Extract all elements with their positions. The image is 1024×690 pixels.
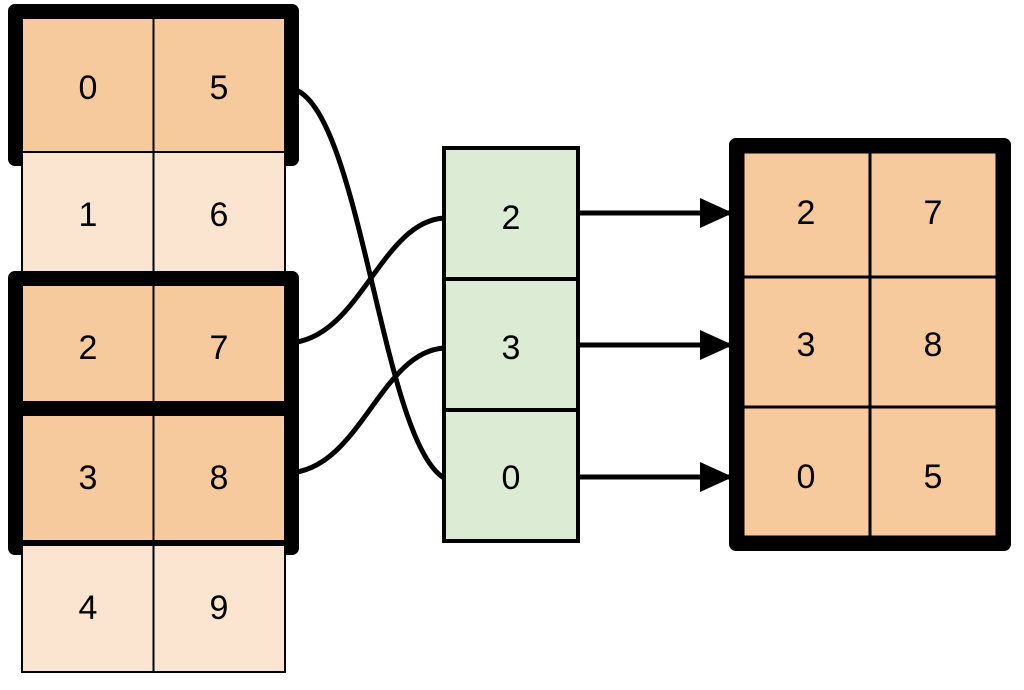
source-cell-4-1[interactable] (152, 544, 286, 673)
source-row-2[interactable]: 2 7 (8, 271, 299, 425)
result-cell-0-0[interactable] (741, 150, 872, 279)
index-cell-2[interactable] (442, 408, 580, 543)
result-cell-1-1[interactable] (868, 275, 999, 409)
source-cell-1-1-label: 6 (210, 196, 229, 234)
source-row-0[interactable]: 0 5 (8, 4, 299, 166)
result-cell-0-0-label: 2 (797, 194, 816, 232)
source-table: 0 5 1 6 2 7 3 (8, 4, 299, 673)
result-table-outer-border (729, 138, 1011, 551)
source-cell-0-0-label: 0 (79, 69, 98, 107)
result-cell-0-1[interactable] (868, 150, 999, 279)
index-cell-1-label: 3 (502, 329, 521, 367)
source-cell-2-0-label: 2 (79, 329, 98, 367)
result-cell-1-0-label: 3 (797, 326, 816, 364)
result-cell-1-1-label: 8 (924, 326, 943, 364)
connector-row0-to-index2 (285, 85, 447, 481)
source-cell-2-1[interactable] (152, 284, 286, 412)
index-cell-2-label: 0 (502, 459, 521, 497)
index-column: 2 3 0 (442, 146, 580, 543)
result-cell-2-0[interactable] (741, 405, 872, 539)
source-cell-2-1-label: 7 (210, 329, 229, 367)
result-cell-1-0[interactable] (741, 275, 872, 409)
result-table: 2 7 3 8 0 5 (729, 138, 1011, 551)
source-row-4[interactable]: 4 9 (21, 544, 286, 673)
source-cell-1-0-label: 1 (79, 196, 98, 234)
connector-curves (285, 85, 447, 481)
source-row-1[interactable]: 1 6 (21, 151, 286, 279)
index-cell-1[interactable] (442, 277, 580, 412)
source-cell-0-1[interactable] (152, 17, 286, 153)
result-cell-2-1-label: 5 (924, 458, 943, 496)
result-cell-0-1-label: 7 (924, 194, 943, 232)
source-cell-0-1-label: 5 (210, 69, 229, 107)
source-cell-4-0-label: 4 (79, 589, 98, 627)
source-cell-3-0-label: 3 (79, 459, 98, 497)
result-cell-2-0-label: 0 (797, 458, 816, 496)
source-cell-4-1-label: 9 (210, 589, 229, 627)
source-cell-3-1[interactable] (152, 414, 286, 542)
index-cell-0-label: 2 (502, 199, 521, 237)
source-cell-3-0[interactable] (21, 414, 155, 542)
source-cell-1-1[interactable] (152, 151, 286, 279)
result-arrows (578, 197, 734, 492)
connector-row2-to-index0 (285, 215, 447, 346)
connector-row3-to-index1 (285, 345, 447, 476)
source-row-3[interactable]: 3 8 (8, 401, 299, 555)
source-cell-3-1-label: 8 (210, 459, 229, 497)
